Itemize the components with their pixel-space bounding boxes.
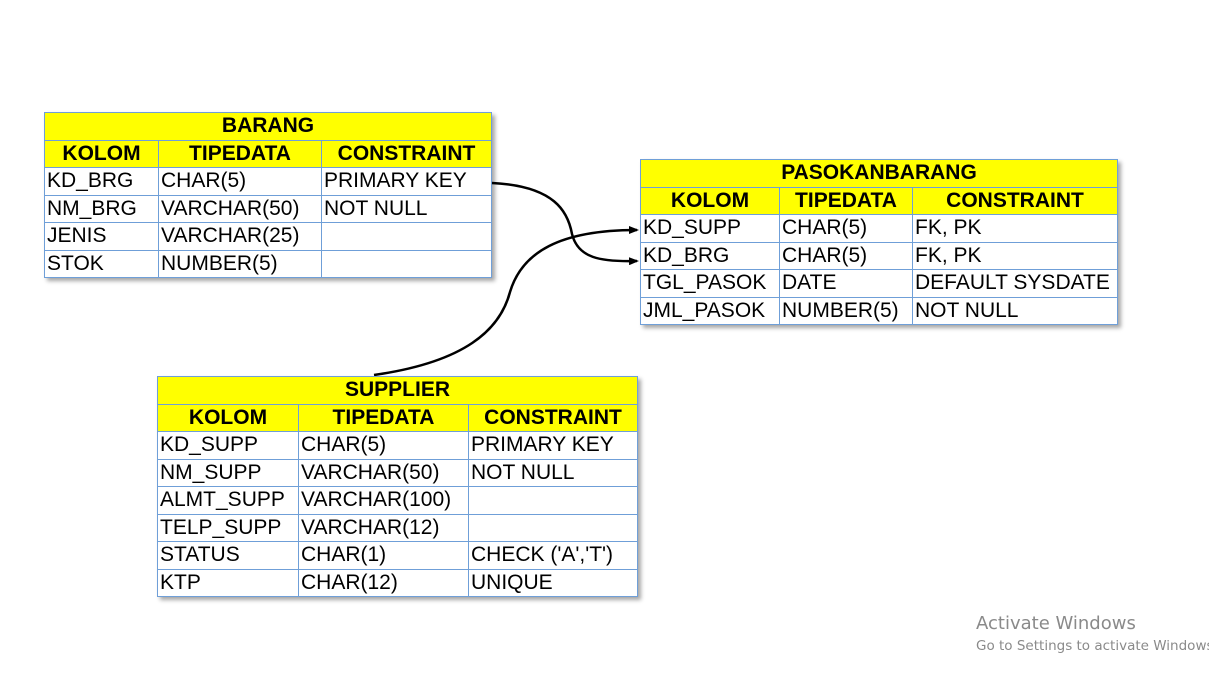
column-header: CONSTRAINT [321,139,492,168]
table-row: KD_BRG CHAR(5) PRIMARY KEY [44,167,492,196]
table-row: TGL_PASOK DATE DEFAULT SYSDATE [640,269,1118,298]
table-cell: VARCHAR(12) [298,513,469,542]
table-cell: STATUS [157,541,299,570]
table-row: KD_SUPP CHAR(5) PRIMARY KEY [157,431,639,460]
table-cell: TGL_PASOK [640,269,780,298]
table-cell: KD_SUPP [157,431,299,460]
table-cell: CHAR(1) [298,541,469,570]
table-row: NM_BRG VARCHAR(50) NOT NULL [44,194,492,223]
table-cell [467,513,639,542]
activate-windows-subtitle: Go to Settings to activate Windows [976,638,1209,654]
table-cell: KD_BRG [44,167,159,196]
table-row: ALMT_SUPP VARCHAR(100) [157,486,639,515]
column-header: KOLOM [640,186,780,215]
table-cell: CHAR(12) [298,568,469,597]
table-cell: KD_SUPP [640,214,780,243]
column-header: TIPEDATA [779,186,913,215]
table-row: KD_BRG CHAR(5) FK, PK [640,241,1118,270]
table-cell: KD_BRG [640,241,780,270]
column-header: KOLOM [157,403,299,432]
table-cell: PRIMARY KEY [321,167,492,196]
table-row: STOK NUMBER(5) [44,249,492,278]
table-cell: STOK [44,249,159,278]
table-cell: ALMT_SUPP [157,486,299,515]
table-cell [467,486,639,515]
table-cell: NOT NULL [321,194,492,223]
table-cell: PRIMARY KEY [467,431,639,460]
table-cell: CHAR(5) [779,241,913,270]
table-cell: UNIQUE [467,568,639,597]
column-header: TIPEDATA [158,139,322,168]
table-cell: FK, PK [912,214,1118,243]
table-cell: NUMBER(5) [158,249,322,278]
table-row: JENIS VARCHAR(25) [44,222,492,251]
table-cell: TELP_SUPP [157,513,299,542]
table-cell: NUMBER(5) [779,296,913,325]
table-cell [321,249,492,278]
table-cell: NOT NULL [912,296,1118,325]
table-cell: JENIS [44,222,159,251]
table-cell: DEFAULT SYSDATE [912,269,1118,298]
table-row: TELP_SUPP VARCHAR(12) [157,513,639,542]
table-cell: NOT NULL [467,458,639,487]
table-cell: KTP [157,568,299,597]
table-row: JML_PASOK NUMBER(5) NOT NULL [640,296,1118,325]
table-cell: NM_SUPP [157,458,299,487]
column-header-row: KOLOM TIPEDATA CONSTRAINT [157,403,639,432]
table-cell: JML_PASOK [640,296,780,325]
table-cell: VARCHAR(50) [298,458,469,487]
barang-kd-brg-to-pasokan-kd-brg-connector [491,181,639,266]
pasokanbarang-table: PASOKANBARANG KOLOM TIPEDATA CONSTRAINT … [640,159,1118,325]
column-header: KOLOM [44,139,159,168]
column-header: TIPEDATA [298,403,469,432]
activate-windows-title: Activate Windows [976,613,1136,634]
table-row: KTP CHAR(12) UNIQUE [157,568,639,597]
table-cell [321,222,492,251]
table-row: NM_SUPP VARCHAR(50) NOT NULL [157,458,639,487]
column-header: CONSTRAINT [467,403,639,432]
table-row: STATUS CHAR(1) CHECK ('A','T') [157,541,639,570]
column-header-row: KOLOM TIPEDATA CONSTRAINT [640,186,1118,215]
supplier-kd-supp-to-pasokan-kd-supp-connector [373,226,639,377]
table-cell: FK, PK [912,241,1118,270]
table-cell: VARCHAR(25) [158,222,322,251]
table-cell: CHAR(5) [298,431,469,460]
table-cell: VARCHAR(50) [158,194,322,223]
table-row: KD_SUPP CHAR(5) FK, PK [640,214,1118,243]
table-cell: CHAR(5) [779,214,913,243]
column-header: CONSTRAINT [912,186,1118,215]
barang-table: BARANG KOLOM TIPEDATA CONSTRAINT KD_BRG … [44,112,492,278]
table-cell: DATE [779,269,913,298]
table-title: BARANG [44,112,492,141]
table-cell: CHECK ('A','T') [467,541,639,570]
table-cell: NM_BRG [44,194,159,223]
supplier-table: SUPPLIER KOLOM TIPEDATA CONSTRAINT KD_SU… [156,376,639,597]
table-cell: VARCHAR(100) [298,486,469,515]
column-header-row: KOLOM TIPEDATA CONSTRAINT [44,139,492,168]
table-title: SUPPLIER [156,376,639,405]
table-title: PASOKANBARANG [640,159,1118,188]
table-cell: CHAR(5) [158,167,322,196]
